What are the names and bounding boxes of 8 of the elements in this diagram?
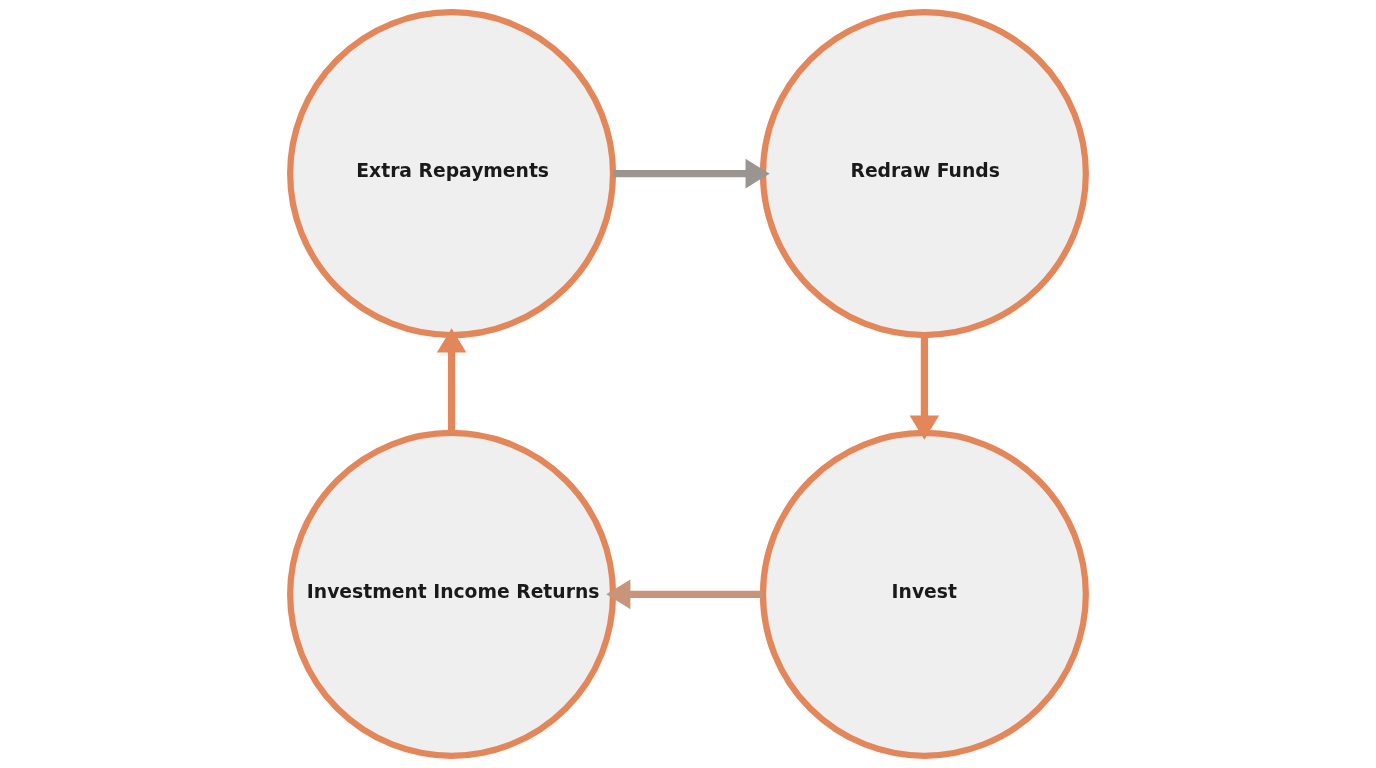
arrow [909,335,940,440]
arrow [436,328,467,433]
arrow [613,158,770,189]
arrow [606,579,763,610]
node-circle: Extra Repayments [287,9,617,339]
node-circle: Investment Income Returns [287,429,617,759]
node-circle: Redraw Funds [759,9,1089,339]
node-circle: Invest [759,429,1089,759]
